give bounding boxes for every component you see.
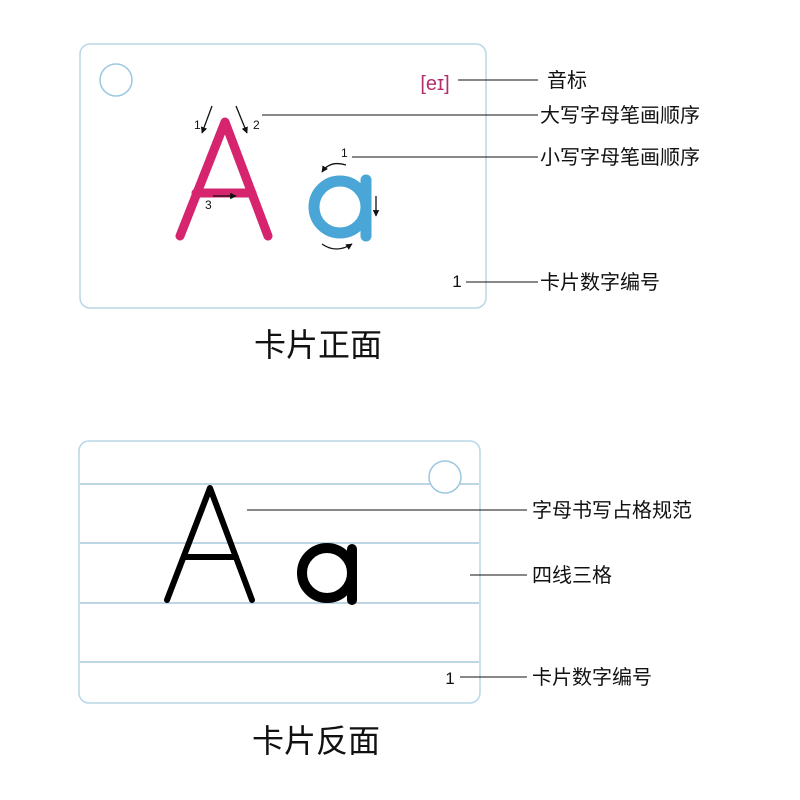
- stroke-number-1: 1: [194, 118, 201, 132]
- back-lowercase-a: [297, 543, 357, 605]
- front-leader-lines: [262, 79, 538, 283]
- stroke-1-arrow: [200, 105, 213, 134]
- upper-stroke-arrows: [200, 105, 248, 200]
- stroke-number-2: 2: [253, 118, 260, 132]
- front-card-border: [79, 43, 487, 309]
- label-four-lines: 四线三格: [532, 563, 612, 587]
- four-line-guides: [80, 483, 479, 663]
- front-card-number: 1: [452, 272, 461, 291]
- front-card: [eɪ] 1 2 3 1 1: [79, 43, 487, 309]
- label-card-number-front: 卡片数字编号: [540, 270, 660, 294]
- lowercase-letter-a: [308, 174, 372, 242]
- back-caption: 卡片反面: [252, 722, 380, 760]
- uppercase-letter-a: [175, 117, 273, 241]
- back-leader-lines: [247, 509, 527, 678]
- front-caption: 卡片正面: [254, 326, 382, 364]
- back-card-number: 1: [445, 669, 454, 688]
- lower-stroke-arrows: [321, 162, 380, 250]
- label-phonetic: 音标: [547, 68, 587, 92]
- lower-arc-top-arrow: [321, 162, 347, 173]
- back-uppercase-a: [164, 485, 255, 603]
- lower-stroke-number-1: 1: [341, 146, 348, 160]
- punch-hole: [99, 63, 133, 97]
- label-writing-standard: 字母书写占格规范: [532, 498, 692, 522]
- stroke-number-3: 3: [205, 198, 212, 212]
- lower-arc-bottom-arrow: [321, 243, 353, 250]
- back-card: 1: [78, 440, 481, 704]
- label-lower-stroke-order: 小写字母笔画顺序: [540, 145, 700, 169]
- label-upper-stroke-order: 大写字母笔画顺序: [540, 103, 700, 127]
- stroke-2-arrow: [235, 105, 248, 134]
- back-card-border: [78, 440, 481, 704]
- back-punch-hole: [428, 460, 462, 494]
- label-card-number-back: 卡片数字编号: [532, 665, 652, 689]
- phonetic-symbol: [eɪ]: [420, 73, 449, 95]
